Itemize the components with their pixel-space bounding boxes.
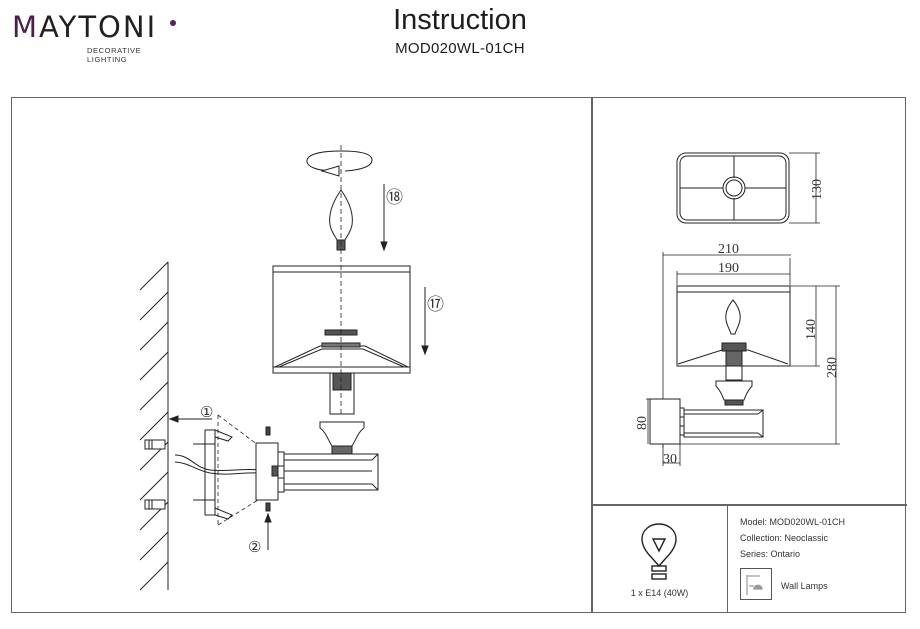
side-view-shade <box>676 285 791 406</box>
top-view <box>676 152 790 224</box>
spec-collection: Collection: Neoclassic <box>740 533 829 543</box>
spec-divider <box>727 505 728 613</box>
horizontal-divider <box>591 504 907 506</box>
brand-logo: MAYTONI DECORATIVE LIGHTING <box>12 10 177 64</box>
model-code: MOD020WL-01CH <box>395 40 525 57</box>
wall <box>139 261 169 591</box>
dimension-130 <box>789 152 820 224</box>
dimension-140 <box>790 285 820 367</box>
dimension-30 <box>662 444 681 466</box>
light-bulb-icon <box>641 523 677 580</box>
brand-wordmark: MAYTONI <box>12 10 158 44</box>
dim-label-280: 280 <box>825 357 840 378</box>
step-17-label: ⑰ <box>427 295 444 314</box>
dim-label-210: 210 <box>718 242 739 257</box>
wire <box>174 454 263 472</box>
step-18-label: ⑱ <box>386 188 403 207</box>
dim-label-30: 30 <box>663 452 677 467</box>
step-2-arrow <box>264 512 272 550</box>
screw <box>265 426 271 512</box>
step-1-label: ① <box>200 405 213 421</box>
spec-category: Wall Lamps <box>781 581 828 591</box>
step-18-arrow <box>380 184 388 252</box>
wall-plug <box>144 439 166 510</box>
step-2-label: ② <box>248 540 261 556</box>
step-17-arrow <box>421 287 429 356</box>
side-view-arm <box>649 398 764 445</box>
arm <box>277 451 379 493</box>
page-title: Instruction <box>393 4 527 36</box>
dimension-80 <box>646 398 650 444</box>
vertical-divider <box>591 97 593 613</box>
category-icon-frame <box>740 568 772 600</box>
spec-series: Series: Ontario <box>740 549 801 559</box>
dim-label-190: 190 <box>718 261 739 276</box>
backplate <box>255 442 279 501</box>
rotate-arrow-icon <box>306 150 373 177</box>
wire <box>174 461 263 475</box>
dim-label-80: 80 <box>635 416 650 430</box>
drawing-frame <box>11 97 906 613</box>
bulb-spec: 1 x E14 (40W) <box>630 588 689 598</box>
brand-tagline: DECORATIVE LIGHTING <box>87 46 142 64</box>
step-1-arrow <box>168 415 212 423</box>
lamp-holder <box>319 369 365 455</box>
lamp-shade <box>272 265 411 374</box>
brand-dot-icon <box>170 20 176 26</box>
dim-label-140: 140 <box>804 319 819 340</box>
dimension-280 <box>650 285 840 445</box>
dimension-190 <box>676 258 791 285</box>
dim-label-130: 130 <box>810 179 825 200</box>
spec-model: Model: MOD020WL-01CH <box>740 517 846 527</box>
wall-lamp-icon <box>746 575 763 595</box>
projection-lines <box>217 414 259 526</box>
